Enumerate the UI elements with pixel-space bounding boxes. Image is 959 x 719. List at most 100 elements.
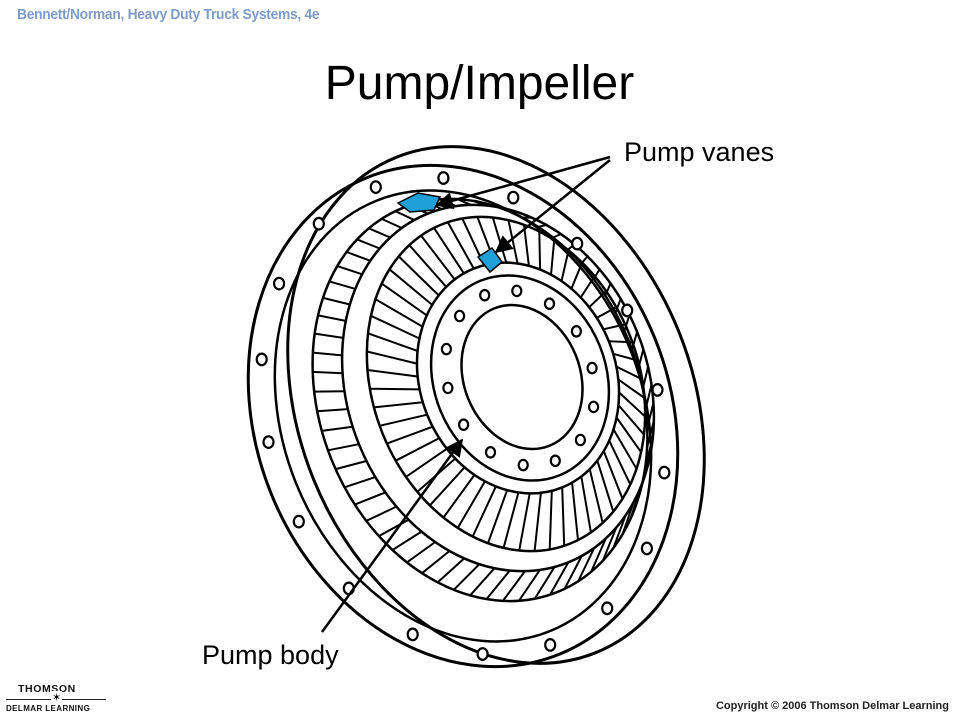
outer-vane — [391, 530, 423, 551]
outer-rim-back — [286, 145, 706, 665]
inner-vane — [386, 425, 434, 445]
inner-vane — [518, 493, 531, 551]
outer-vane — [312, 370, 343, 375]
outer-vane — [590, 538, 607, 573]
flange-bolt-hole — [658, 465, 671, 480]
flange-bolt-hole — [312, 216, 325, 231]
outer-vane — [552, 233, 562, 239]
inner-vane — [420, 234, 456, 281]
outer-vane — [335, 460, 367, 471]
inner-vane — [533, 492, 542, 552]
outer-vane — [381, 217, 403, 229]
inner-vane — [608, 440, 632, 485]
inner-vane — [471, 485, 497, 537]
publisher-logo: THOMSON ✶ DELMAR LEARNING — [6, 683, 106, 713]
outer-vane — [621, 501, 635, 535]
outer-vane — [549, 561, 570, 596]
outer-vane — [437, 557, 465, 584]
inner-vane — [395, 437, 440, 462]
highlighted-vane-inner — [476, 246, 504, 274]
flange-bolt-hole — [544, 638, 557, 652]
outer-vane — [368, 227, 391, 239]
hub-bolt-hole — [543, 297, 556, 310]
shell-outer — [311, 197, 649, 603]
inner-vane — [615, 416, 642, 453]
outer-vane — [322, 296, 351, 306]
outer-vane — [406, 541, 436, 564]
inner-vane — [596, 460, 615, 512]
hub-bolt-hole — [549, 454, 561, 468]
inner-vane — [373, 401, 423, 409]
outer-vane — [580, 255, 589, 265]
outer-vane — [518, 569, 541, 602]
inner-vane — [588, 468, 604, 524]
outer-vane — [365, 505, 397, 522]
outer-vane — [614, 298, 622, 314]
vanes-arrow-top — [435, 155, 611, 210]
outer-vane — [577, 547, 596, 582]
flange-bolt-hole — [651, 383, 664, 397]
flange-bolt-hole — [255, 352, 268, 367]
logo-divider: ✶ — [6, 691, 106, 705]
hub-bolt-holes — [440, 284, 600, 472]
flange-bolt-hole — [640, 541, 654, 556]
pump-vanes-label: Pump vanes — [624, 137, 775, 167]
outer-vane — [394, 210, 415, 221]
inner-vane — [367, 332, 418, 352]
outer-vane — [623, 314, 631, 332]
inner-vane — [570, 262, 584, 290]
outer-vane — [453, 563, 481, 591]
inner-vane — [612, 428, 638, 470]
inner-vane — [446, 221, 475, 270]
outer-vane — [336, 265, 363, 276]
inner-vane — [617, 378, 646, 399]
outer-vane — [592, 268, 601, 280]
inner-vane — [442, 474, 476, 519]
flange-bolt-holes — [255, 171, 671, 661]
outer-vane — [629, 486, 642, 519]
hub-bore — [460, 303, 584, 451]
book-header: Bennett/Norman, Heavy Duty Truck Systems… — [17, 6, 320, 23]
flange-bolt-hole — [621, 303, 634, 318]
inner-vane — [571, 482, 579, 541]
hub-bolt-hole — [587, 400, 600, 414]
hub-bolt-hole — [479, 288, 491, 302]
outer-vane — [354, 491, 386, 506]
flange-bolt-hole — [601, 601, 614, 616]
outer-vane — [378, 518, 409, 537]
flange-inner-edge — [273, 189, 653, 643]
inner-vane — [579, 275, 596, 299]
inner-vane — [369, 387, 420, 391]
inner-vane — [523, 224, 530, 266]
outer-vane — [637, 348, 645, 370]
hub-bolt-hole — [586, 361, 598, 375]
flange-bolt-hole — [369, 180, 382, 195]
outer-vane — [312, 351, 343, 357]
outer-vane — [502, 570, 526, 602]
outer-vane — [317, 314, 346, 322]
outer-vane — [506, 209, 517, 213]
inner-vane — [617, 404, 645, 436]
outer-vane — [563, 555, 583, 590]
inner-vane — [596, 306, 617, 319]
inner-vane — [388, 268, 433, 306]
outer-vane — [641, 366, 650, 389]
copyright-notice: Copyright © 2006 Thomson Delmar Learning — [715, 700, 949, 712]
outer-vane — [473, 199, 487, 207]
flange-bolt-hole — [437, 171, 450, 185]
outer-vane — [321, 425, 353, 432]
flange-bolt-hole — [273, 276, 286, 291]
outer-vane — [317, 408, 348, 413]
outer-vane — [631, 331, 639, 350]
flange-bolt-hole — [507, 190, 520, 205]
vanes-arrow-inner — [494, 159, 611, 254]
inner-vane — [456, 480, 486, 529]
inner-vane — [615, 365, 643, 381]
inner-vane — [618, 391, 646, 418]
outer-vane — [644, 437, 654, 467]
outer-vane — [646, 402, 655, 429]
flange-bolt-hole — [406, 627, 419, 642]
hub-bolt-hole — [570, 324, 583, 338]
inner-vane — [603, 323, 626, 331]
inner-vane — [374, 298, 424, 328]
